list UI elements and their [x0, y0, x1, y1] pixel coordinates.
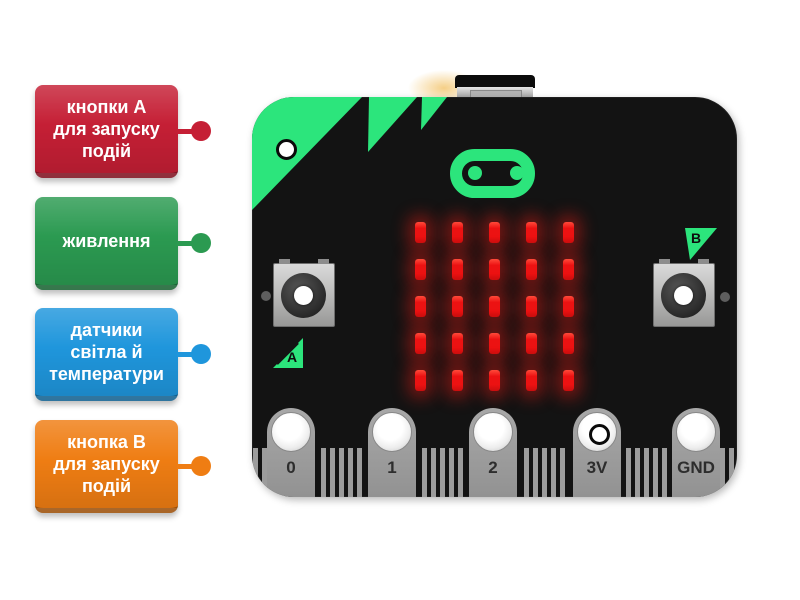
label-connector-dot — [191, 456, 211, 476]
pin-hole — [676, 412, 716, 452]
pin-hole — [372, 412, 412, 452]
drop-point-button-a[interactable] — [294, 286, 313, 305]
drop-point-3v[interactable] — [589, 424, 610, 445]
pin-hole — [473, 412, 513, 452]
edge-stripe — [422, 448, 427, 497]
led — [562, 258, 574, 280]
led — [525, 369, 537, 391]
led — [451, 295, 463, 317]
label-connector-dot — [191, 121, 211, 141]
label-card-sensors[interactable]: датчики світла й температури — [35, 308, 178, 401]
pin-label: 0 — [286, 458, 296, 477]
label-connector-line — [177, 464, 202, 469]
led — [414, 295, 426, 317]
solder-dot — [261, 291, 271, 301]
led — [451, 258, 463, 280]
edge-stripe — [542, 448, 547, 497]
pin-label: 2 — [488, 458, 498, 477]
edge-stripe — [729, 448, 734, 497]
pin-0: 0 — [267, 408, 315, 497]
edge-stripe — [440, 448, 445, 497]
pin-gnd: GND — [672, 408, 720, 497]
led — [414, 332, 426, 354]
label-connector-line — [177, 241, 202, 246]
label-card-power[interactable]: живлення — [35, 197, 178, 290]
pin-label: 1 — [387, 458, 397, 477]
edge-stripe — [431, 448, 436, 497]
label-connector-dot — [191, 344, 211, 364]
edge-stripe — [339, 448, 344, 497]
led — [562, 221, 574, 243]
edge-stripe — [653, 448, 658, 497]
edge-stripe — [357, 448, 362, 497]
led — [488, 221, 500, 243]
led — [525, 221, 537, 243]
pin-label: GND — [677, 458, 715, 477]
label-card-buttons-a[interactable]: кнопки А для запуску подій — [35, 85, 178, 178]
label-connector-line — [177, 352, 202, 357]
logo-eye-icon — [468, 166, 482, 180]
led — [414, 221, 426, 243]
label-row-power: живлення — [35, 197, 265, 294]
led — [562, 369, 574, 391]
label-row-button-b: кнопка В для запуску подій — [35, 420, 265, 517]
logo-eye-icon — [510, 166, 524, 180]
edge-stripe — [551, 448, 556, 497]
drop-point-button-b[interactable] — [674, 286, 693, 305]
label-row-sensors: датчики світла й температури — [35, 308, 265, 405]
led — [451, 221, 463, 243]
edge-stripe — [533, 448, 538, 497]
led — [562, 332, 574, 354]
edge-stripe — [348, 448, 353, 497]
button-b-flag-letter: B — [690, 230, 702, 246]
pin-1: 1 — [368, 408, 416, 497]
led — [525, 258, 537, 280]
edge-stripe — [458, 448, 463, 497]
pin-label: 3V — [586, 458, 608, 477]
led — [562, 295, 574, 317]
led — [488, 332, 500, 354]
edge-stripe — [626, 448, 631, 497]
pin-2: 2 — [469, 408, 517, 497]
led — [414, 369, 426, 391]
button-a-flag-letter: A — [286, 349, 298, 365]
led — [488, 369, 500, 391]
led — [451, 369, 463, 391]
solder-dot — [720, 292, 730, 302]
edge-stripe — [635, 448, 640, 497]
edge-stripe — [321, 448, 326, 497]
edge-stripe — [720, 448, 725, 497]
led — [414, 258, 426, 280]
edge-stripe — [560, 448, 565, 497]
board-decor-graphics — [252, 97, 717, 368]
edge-stripe — [253, 448, 258, 497]
edge-stripe — [524, 448, 529, 497]
led — [525, 332, 537, 354]
led — [488, 258, 500, 280]
pin-3v: 3V — [573, 408, 621, 497]
led — [525, 295, 537, 317]
edge-stripe — [449, 448, 454, 497]
edge-stripe — [262, 448, 267, 497]
label-connector-dot — [191, 233, 211, 253]
edge-stripe — [662, 448, 667, 497]
led — [451, 332, 463, 354]
microbit-board: A B 0 1 2 3V — [252, 97, 737, 497]
label-connector-line — [177, 129, 202, 134]
drop-point-logo-area[interactable] — [276, 139, 297, 160]
edge-stripe — [330, 448, 335, 497]
edge-stripe — [644, 448, 649, 497]
led — [488, 295, 500, 317]
usb-connector-icon — [455, 75, 535, 88]
pin-hole — [271, 412, 311, 452]
label-card-button-b[interactable]: кнопка В для запуску подій — [35, 420, 178, 513]
label-row-buttons-a: кнопки А для запуску подій — [35, 85, 265, 182]
